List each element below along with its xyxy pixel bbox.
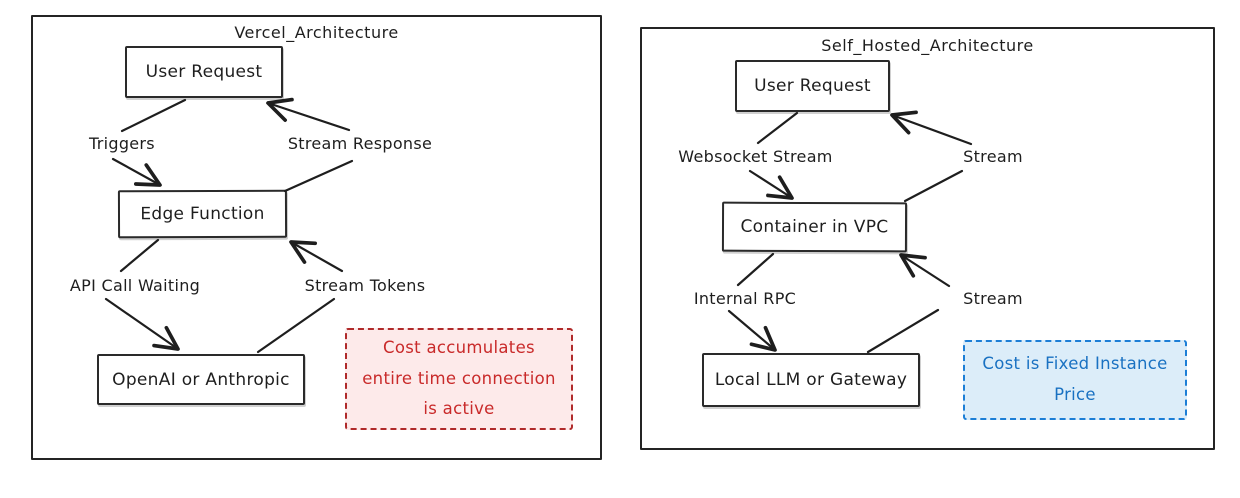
- edge-label-triggers: Triggers: [85, 134, 159, 153]
- edge-label-stream-tokens: Stream Tokens: [300, 276, 430, 295]
- node-openai-or-anthropic: OpenAI or Anthropic: [97, 354, 305, 405]
- node-user-request-left-label: User Request: [145, 62, 263, 82]
- node-edge-function-label: Edge Function: [140, 203, 265, 225]
- frame-vercel-architecture: Vercel_Architecture: [31, 15, 602, 460]
- node-openai-or-anthropic-label: OpenAI or Anthropic: [112, 369, 290, 390]
- diagram-title-vercel: Vercel_Architecture: [234, 23, 399, 42]
- edge-label-internal-rpc: Internal RPC: [688, 289, 802, 308]
- diagram-title-self-hosted: Self_Hosted_Architecture: [821, 36, 1034, 55]
- edge-label-websocket-stream: Websocket Stream: [678, 147, 833, 166]
- note-cost-accumulates-text: Cost accumulates entire time connection …: [362, 338, 556, 419]
- node-edge-function: Edge Function: [117, 189, 288, 239]
- note-cost-fixed-text: Cost is Fixed Instance Price: [982, 354, 1168, 404]
- edge-label-api-call-waiting: API Call Waiting: [66, 276, 204, 295]
- node-local-llm-or-gateway-label: Local LLM or Gateway: [714, 370, 908, 390]
- edge-label-stream-upper: Stream: [962, 147, 1024, 166]
- node-user-request-right: User Request: [735, 60, 890, 112]
- note-cost-fixed: Cost is Fixed Instance Price: [963, 340, 1187, 420]
- edge-label-stream-response: Stream Response: [287, 134, 433, 153]
- node-container-in-vpc-label: Container in VPC: [740, 216, 889, 238]
- node-user-request-right-label: User Request: [754, 76, 871, 96]
- edge-label-stream-lower: Stream: [962, 289, 1024, 308]
- node-container-in-vpc: Container in VPC: [721, 201, 908, 253]
- node-user-request-left: User Request: [125, 46, 283, 98]
- note-cost-accumulates: Cost accumulates entire time connection …: [345, 328, 573, 430]
- node-local-llm-or-gateway: Local LLM or Gateway: [702, 353, 920, 407]
- frame-self-hosted-architecture: Self_Hosted_Architecture: [640, 27, 1215, 450]
